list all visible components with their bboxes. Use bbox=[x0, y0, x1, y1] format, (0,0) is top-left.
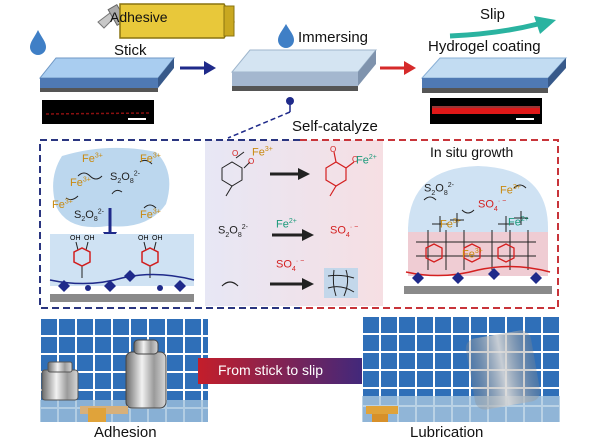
lubrication-photo bbox=[362, 316, 560, 422]
ion-label: S2O82- bbox=[110, 170, 140, 185]
ion-label: Fe3+ bbox=[52, 198, 73, 211]
fe3-label: Fe3+ bbox=[440, 218, 461, 231]
sulfate-radical-label: SO4· − bbox=[330, 224, 359, 239]
svg-text:OH: OH bbox=[84, 235, 95, 242]
fluorescence-image-right bbox=[430, 98, 542, 124]
fe2-label: Fe2+ bbox=[356, 154, 377, 167]
ion-label: Fe3+ bbox=[70, 176, 91, 189]
svg-text:OH: OH bbox=[70, 235, 81, 242]
adhesion-caption: Adhesion bbox=[94, 424, 157, 441]
fe3-chelate-label: Fe3+ bbox=[252, 146, 273, 159]
sulfate-radical-reagent-label: SO4· − bbox=[276, 258, 305, 273]
svg-text:OH: OH bbox=[138, 235, 149, 242]
substrate-slab-immersing bbox=[230, 49, 378, 91]
fe2-catalyst-label: Fe2+ bbox=[276, 218, 297, 231]
svg-text:O: O bbox=[248, 157, 254, 166]
svg-text:O: O bbox=[330, 145, 336, 154]
ion-label: S2O82- bbox=[74, 208, 104, 223]
slip-label: Slip bbox=[480, 6, 506, 23]
polymerization-scheme bbox=[221, 268, 358, 298]
adhesion-photo bbox=[40, 318, 208, 422]
substrate-slab-stick bbox=[38, 57, 176, 92]
drop-icon bbox=[278, 24, 294, 48]
catechol-oxidation-scheme: O O O O bbox=[221, 145, 358, 197]
ion-label: Fe3+ bbox=[82, 152, 103, 165]
self-catalyze-label: Self-catalyze bbox=[292, 118, 378, 135]
arrow-right-icon bbox=[272, 229, 314, 241]
adhesive-tube-icon bbox=[97, 3, 235, 39]
stick-to-slip-arrow bbox=[198, 352, 392, 390]
svg-text:O: O bbox=[232, 149, 238, 158]
ion-label: Fe3+ bbox=[140, 208, 161, 221]
persulfate-label: S2O82- bbox=[218, 224, 248, 239]
lubrication-caption: Lubrication bbox=[410, 424, 484, 441]
stick-label: Stick bbox=[114, 42, 147, 59]
sulfate-radical-label: SO4· − bbox=[478, 198, 507, 213]
slip-arrow-icon bbox=[449, 16, 556, 39]
persulfate-label: S2O82- bbox=[424, 182, 454, 197]
svg-text:O: O bbox=[352, 155, 358, 164]
adhesive-label: Adhesive bbox=[110, 9, 168, 25]
fe3-label: Fe3+ bbox=[500, 184, 521, 197]
ion-solution-blob bbox=[53, 147, 170, 228]
arrow-right-icon bbox=[380, 61, 416, 75]
in-situ-growth-label: In situ growth bbox=[430, 144, 514, 160]
immersing-label: Immersing bbox=[298, 29, 369, 46]
hydrogel-coating-label: Hydrogel coating bbox=[428, 38, 541, 55]
drop-icon bbox=[30, 30, 46, 55]
fe2-label: Fe2+ bbox=[508, 216, 529, 229]
substrate-slab-coated bbox=[420, 57, 568, 93]
arrow-right-icon bbox=[180, 61, 216, 75]
stick-to-slip-label: From stick to slip bbox=[218, 362, 324, 378]
self-catalyze-leader-line bbox=[227, 97, 294, 139]
fe3-label: Fe3+ bbox=[462, 248, 483, 261]
hydrogel-growth-dome bbox=[404, 166, 552, 294]
ion-label: Fe3+ bbox=[140, 152, 161, 165]
svg-text:OH: OH bbox=[152, 235, 163, 242]
fluorescence-image-left bbox=[42, 100, 154, 124]
